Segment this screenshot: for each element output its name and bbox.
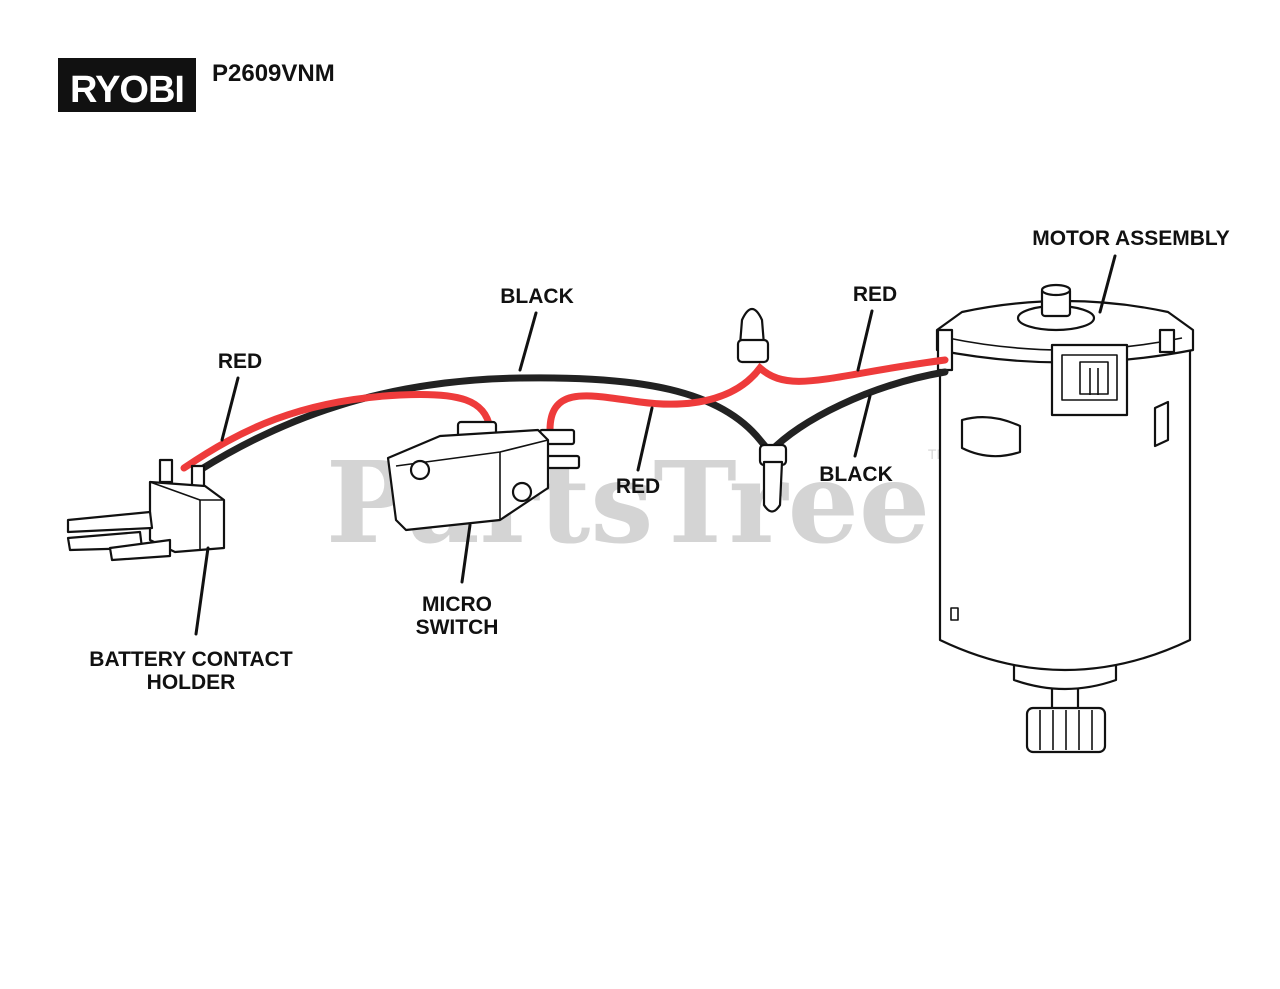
red-splice-connector xyxy=(736,307,770,364)
ryobi-logo: RYOBI xyxy=(70,69,184,111)
label-red-middle: RED xyxy=(616,475,660,498)
label-battery-contact-line1: BATTERY CONTACT xyxy=(89,648,293,671)
motor-assembly xyxy=(935,283,1195,754)
black-splice-connector xyxy=(758,443,788,513)
leader-red-battery xyxy=(220,376,240,442)
leader-black-motor xyxy=(853,394,872,458)
wiring xyxy=(180,356,949,474)
header: RYOBI P2609VNM xyxy=(58,58,335,112)
leader-black-top xyxy=(518,311,538,372)
black-wire xyxy=(196,368,949,474)
leader-battery-contact xyxy=(194,546,210,636)
label-micro-switch-line1: MICRO xyxy=(422,593,492,616)
label-red-top: RED xyxy=(853,283,897,306)
model-number: P2609VNM xyxy=(212,60,335,87)
ryobi-logo-box xyxy=(58,58,196,112)
label-motor-assembly: MOTOR ASSEMBLY xyxy=(1032,227,1230,250)
leader-red-top xyxy=(856,309,874,372)
micro-switch-hole-left xyxy=(409,459,431,481)
label-micro-switch-line2: SWITCH xyxy=(416,616,499,639)
motor-vent-slot-left xyxy=(960,415,1022,458)
micro-switch xyxy=(386,420,581,532)
label-black-top: BLACK xyxy=(500,285,574,308)
micro-switch-body xyxy=(386,428,550,532)
motor-vent-slot-right xyxy=(1153,400,1170,448)
micro-switch-hole-right xyxy=(511,481,533,503)
red-wire-switch-motor xyxy=(546,356,949,434)
label-red-battery: RED xyxy=(218,350,262,373)
labels: RED BLACK RED MOTOR ASSEMBLY RED BLACK M… xyxy=(89,227,1229,694)
label-battery-contact-line2: HOLDER xyxy=(147,671,236,694)
label-black-motor: BLACK xyxy=(819,463,893,486)
battery-contact-holder xyxy=(66,458,226,562)
red-wire-battery-switch xyxy=(180,390,494,472)
leader-red-middle xyxy=(636,406,654,472)
leader-lines xyxy=(194,254,1117,636)
leader-micro-switch xyxy=(460,523,472,584)
leader-motor-assembly xyxy=(1098,254,1117,314)
